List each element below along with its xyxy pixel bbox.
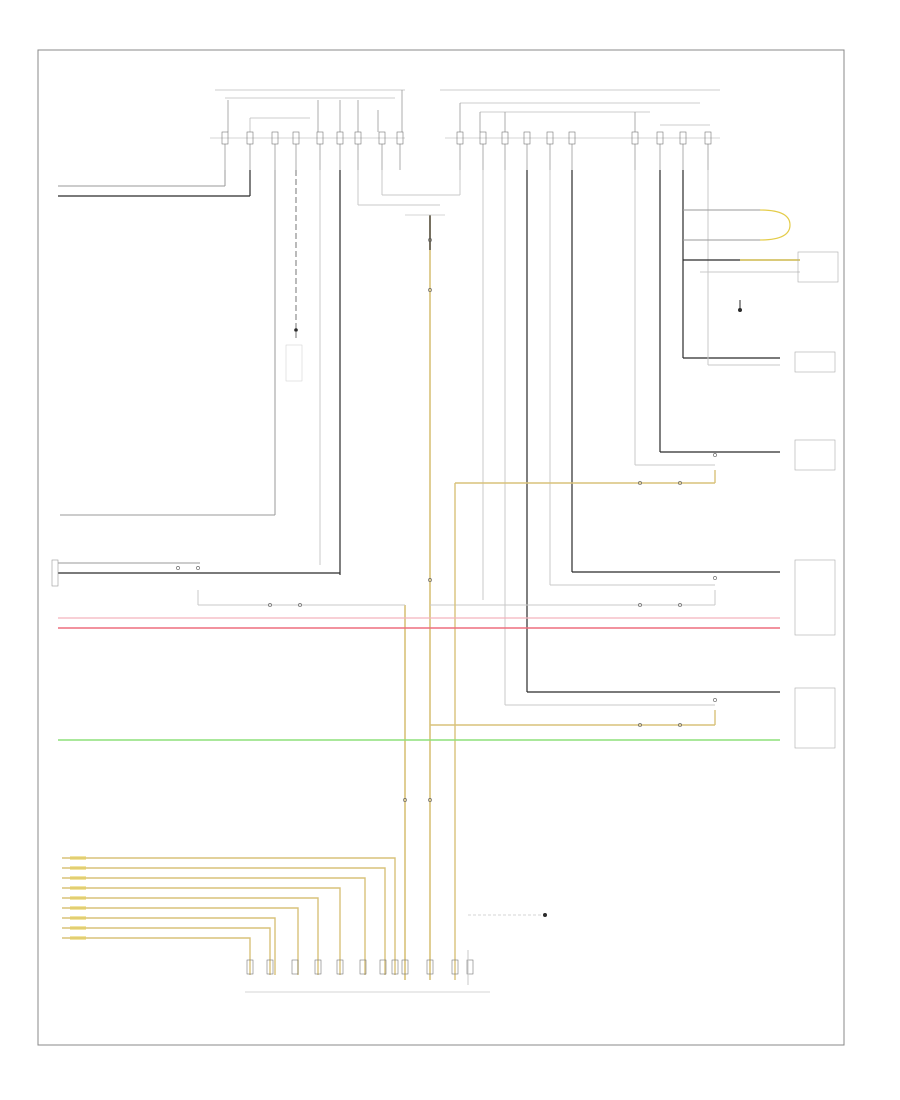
pin-terminal: [401, 959, 409, 975]
splice-mark: [428, 578, 432, 582]
left-sensor-box: [51, 559, 200, 587]
fan-wire: [62, 927, 271, 975]
splice-mark: [678, 481, 682, 485]
splice-mark: [678, 603, 682, 607]
pin-terminal: [426, 959, 434, 975]
bottom-connector: [245, 950, 490, 993]
splice-mark: [428, 238, 432, 242]
fan-wire: [62, 897, 319, 975]
top-right-connector: [440, 89, 720, 139]
ground-point: [468, 913, 547, 917]
splice-mark: [196, 566, 200, 570]
fan-wire: [62, 937, 251, 975]
splice-mark: [638, 723, 642, 727]
wire-label-block: [70, 866, 86, 870]
right-harness-wires: [459, 170, 800, 706]
splice-mark: [678, 723, 682, 727]
pin-terminal: [359, 959, 367, 975]
wire-label-block: [70, 926, 86, 930]
right-upper-component: [797, 251, 839, 283]
wire-label-block: [70, 916, 86, 920]
pin-terminal: [451, 959, 459, 975]
fan-wire: [62, 887, 341, 975]
top-left-connector: [210, 89, 405, 139]
bus-lines: [58, 572, 780, 741]
right-mid-component: [794, 439, 836, 471]
splice-mark: [638, 481, 642, 485]
splice-mark: [176, 566, 180, 570]
pin-terminal: [379, 959, 387, 975]
connector-terminals: [221, 131, 712, 170]
pin-terminal: [336, 959, 344, 975]
fan-wire: [62, 907, 299, 975]
right-sensor-1: [794, 351, 836, 373]
fan-wire: [62, 917, 276, 975]
wire-label-block: [70, 876, 86, 880]
wire-label-block: [70, 896, 86, 900]
pin-terminal: [291, 959, 299, 975]
splice-mark: [403, 798, 407, 802]
pin-terminal: [246, 959, 254, 975]
splice-mark: [298, 603, 302, 607]
wire-label-block: [70, 936, 86, 940]
splice-mark: [713, 453, 717, 457]
splice-mark: [428, 288, 432, 292]
right-bottom-component: [794, 687, 836, 749]
left-harness-wires: [58, 170, 460, 575]
right-lower-component: [794, 559, 836, 636]
splice-mark: [268, 603, 272, 607]
splice-mark: [638, 603, 642, 607]
center-trunk-wires: [197, 214, 716, 980]
wire-label-block: [70, 906, 86, 910]
pin-terminal: [314, 959, 322, 975]
diagram-frame: [37, 49, 845, 1046]
fan-wire: [62, 867, 386, 975]
fan-wire: [62, 877, 366, 975]
splice-mark: [713, 576, 717, 580]
pin-terminal: [391, 959, 399, 975]
splice-mark: [713, 698, 717, 702]
right-components: [794, 251, 839, 749]
pin-terminal: [266, 959, 274, 975]
splice-mark: [428, 798, 432, 802]
bottom-fan-wires: [62, 856, 474, 975]
wire-splices: [176, 238, 717, 802]
wire-label-block: [70, 886, 86, 890]
pin-terminal: [466, 959, 474, 975]
fan-wire: [62, 857, 396, 975]
wire-label-block: [70, 856, 86, 860]
